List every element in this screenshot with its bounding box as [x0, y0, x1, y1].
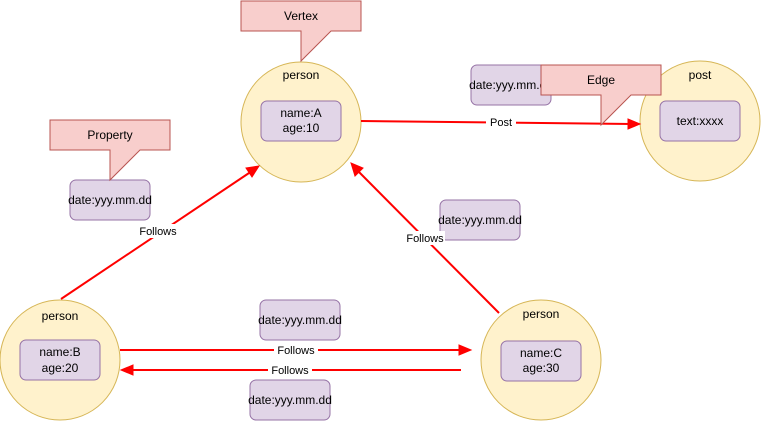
vertex-a-type: person	[283, 68, 320, 82]
edge-property-c-b-box	[249, 379, 331, 421]
edge-b-a: Follows	[60, 165, 261, 300]
edge-b-a-label-bg	[136, 224, 180, 238]
edge-c-b-label: Follows	[271, 365, 309, 377]
edge-property-b-c: date:yyy.mm.dd	[258, 299, 342, 341]
edge-c-b-label-bg	[268, 363, 312, 377]
vertex-b-age: age:20	[42, 361, 79, 375]
edge-a-post-arrowhead	[627, 118, 642, 130]
edge-b-c-label: Follows	[277, 345, 315, 357]
edge-b-a-arrowhead	[245, 165, 261, 178]
vertex-c: person name:C age:30	[480, 299, 602, 421]
vertex-b: person name:B age:20	[0, 299, 121, 421]
callout-property: Property	[49, 119, 171, 182]
edge-property-a-post-text: date:yyy.mm.dd	[469, 78, 553, 92]
edge-property-b-a: date:yyy.mm.dd	[68, 179, 152, 221]
callout-edge-shape	[540, 64, 662, 127]
vertex-c-type: person	[523, 307, 560, 321]
edge-property-b-a-text: date:yyy.mm.dd	[68, 193, 152, 207]
vertex-b-type: person	[42, 309, 79, 323]
edge-property-b-c-box	[259, 299, 341, 341]
edge-b-c-label-bg	[274, 343, 318, 357]
vertex-a-property-box	[260, 100, 342, 142]
edge-property-b-c-text: date:yyy.mm.dd	[258, 313, 342, 327]
callout-edge: Edge	[540, 64, 662, 127]
edge-property-c-b: date:yyy.mm.dd	[248, 379, 332, 421]
vertex-a-name: name:A	[280, 106, 321, 120]
vertex-c-name: name:C	[520, 346, 562, 360]
edge-property-c-a: date:yyy.mm.dd	[438, 199, 522, 241]
edge-a-post-label: Post	[490, 117, 512, 129]
edge-property-c-a-box	[439, 199, 521, 241]
edge-c-a-label: Follows	[406, 233, 444, 245]
edge-c-a-arrowhead	[350, 162, 364, 177]
edge-c-b-arrowhead	[119, 364, 134, 376]
vertex-post-type: post	[689, 68, 712, 82]
vertex-a: person name:A age:10	[240, 61, 362, 183]
vertex-c-age: age:30	[523, 361, 560, 375]
callout-vertex-shape	[240, 0, 362, 63]
edge-property-c-b-text: date:yyy.mm.dd	[248, 393, 332, 407]
vertex-post-text: text:xxxx	[677, 114, 724, 128]
vertex-post-property-box	[659, 100, 741, 142]
edge-c-b: Follows	[119, 363, 461, 377]
edge-a-post: Post	[360, 115, 642, 130]
callout-property-label: Property	[87, 128, 132, 142]
edge-b-c: Follows	[120, 343, 473, 357]
edge-b-a-label: Follows	[139, 226, 177, 238]
callout-edge-label: Edge	[587, 73, 615, 87]
edge-b-c-arrowhead	[458, 344, 473, 356]
callout-vertex: Vertex	[240, 0, 362, 63]
vertex-c-property-box	[500, 340, 582, 382]
callout-vertex-label: Vertex	[284, 9, 318, 23]
edge-c-a: Follows	[350, 162, 500, 314]
vertex-a-age: age:10	[283, 121, 320, 135]
edge-c-a-label-bg	[405, 231, 445, 245]
vertex-b-property-box	[19, 339, 101, 381]
edge-property-a-post: date:yyy.mm.dd	[469, 64, 553, 106]
callout-property-shape	[49, 119, 171, 182]
edge-a-post-label-bg	[486, 115, 516, 129]
edge-property-c-a-text: date:yyy.mm.dd	[438, 213, 522, 227]
vertex-post: post text:xxxx	[639, 60, 761, 182]
vertex-b-name: name:B	[39, 345, 80, 359]
